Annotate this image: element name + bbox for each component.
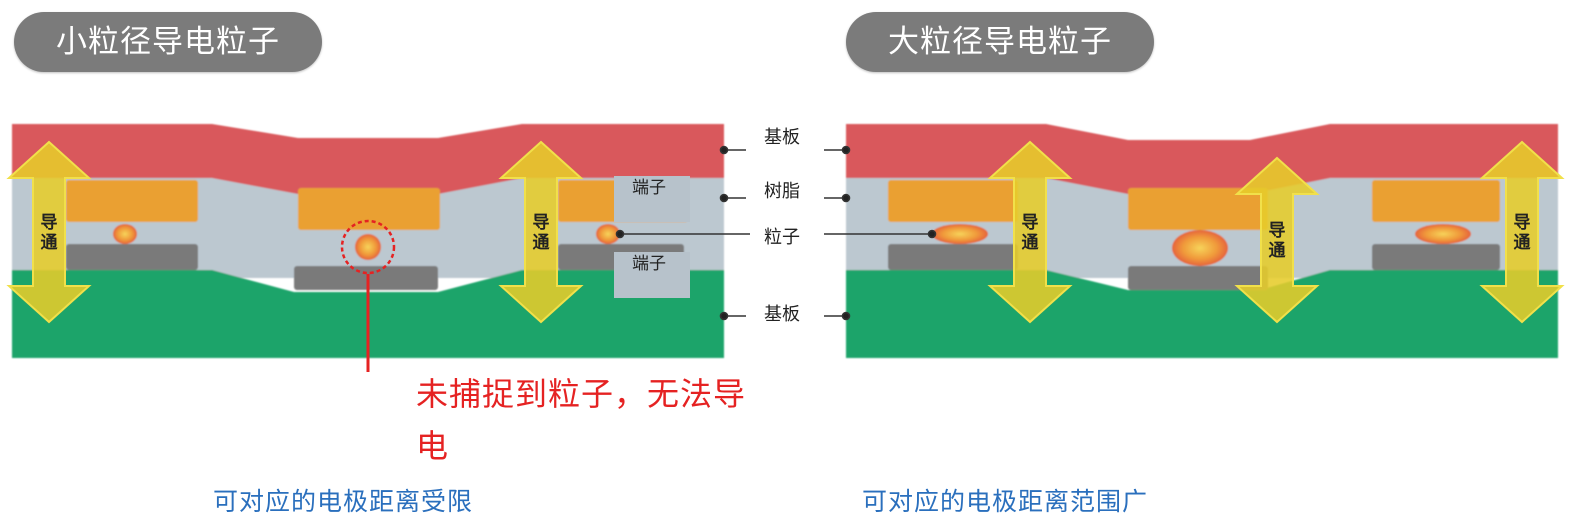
uncaptured-particle-marker xyxy=(340,219,396,275)
conduction-label: 通 xyxy=(533,233,550,253)
right-terminal-top-1 xyxy=(888,180,1018,222)
right-cross-section xyxy=(846,124,1558,358)
conduction-label: 导 xyxy=(1022,213,1039,233)
right-caption: 可对应的电极距离范围广 xyxy=(862,487,1149,516)
conduction-arrow xyxy=(1234,156,1320,324)
label-terminal-bottom: 端子 xyxy=(614,252,690,298)
label-terminal-top: 端子 xyxy=(614,176,690,222)
left-caption: 可对应的电极距离受限 xyxy=(213,487,474,516)
left-terminal-bottom-1 xyxy=(66,244,198,270)
left-terminal-bottom-2 xyxy=(294,266,438,290)
right-terminal-top-2 xyxy=(1128,188,1268,230)
label-bottom-substrate: 基板 xyxy=(764,304,800,325)
conduction-label: 通 xyxy=(41,233,58,253)
left-particle-2 xyxy=(355,234,381,260)
conduction-label: 导 xyxy=(41,213,58,233)
right-terminal-bottom-3 xyxy=(1372,244,1500,270)
label-top-substrate: 基板 xyxy=(764,127,800,148)
label-particle: 粒子 xyxy=(764,227,800,248)
conduction-arrow xyxy=(6,140,92,324)
right-terminal-bottom-2 xyxy=(1128,266,1268,290)
left-terminal-top-1 xyxy=(66,180,198,222)
conduction-label: 通 xyxy=(1022,233,1039,253)
right-particle-3 xyxy=(1415,224,1471,244)
right-terminal-top-3 xyxy=(1372,180,1500,222)
right-particle-1 xyxy=(932,224,988,244)
conduction-label: 导 xyxy=(533,213,550,233)
right-particle-2 xyxy=(1172,230,1228,266)
conduction-arrow xyxy=(987,140,1073,324)
label-resin: 树脂 xyxy=(764,181,800,202)
conduction-label: 通 xyxy=(1269,241,1286,261)
left-particle-1 xyxy=(113,224,137,244)
conduction-arrow xyxy=(1479,140,1565,324)
left-particle-3 xyxy=(596,224,620,244)
conduction-label: 通 xyxy=(1514,233,1531,253)
conduction-label: 导 xyxy=(1514,213,1531,233)
large-particle-title: 大粒径导电粒子 xyxy=(846,12,1154,72)
conduction-arrow xyxy=(498,140,584,324)
right-terminal-bottom-1 xyxy=(888,244,1018,270)
leader-lines xyxy=(615,145,937,321)
uncaptured-particle-note: 未捕捉到粒子，无法导电 xyxy=(416,375,747,465)
left-terminal-top-2 xyxy=(298,188,440,230)
callout-line xyxy=(366,274,370,372)
conduction-label: 导 xyxy=(1269,221,1286,241)
small-particle-title: 小粒径导电粒子 xyxy=(14,12,322,72)
